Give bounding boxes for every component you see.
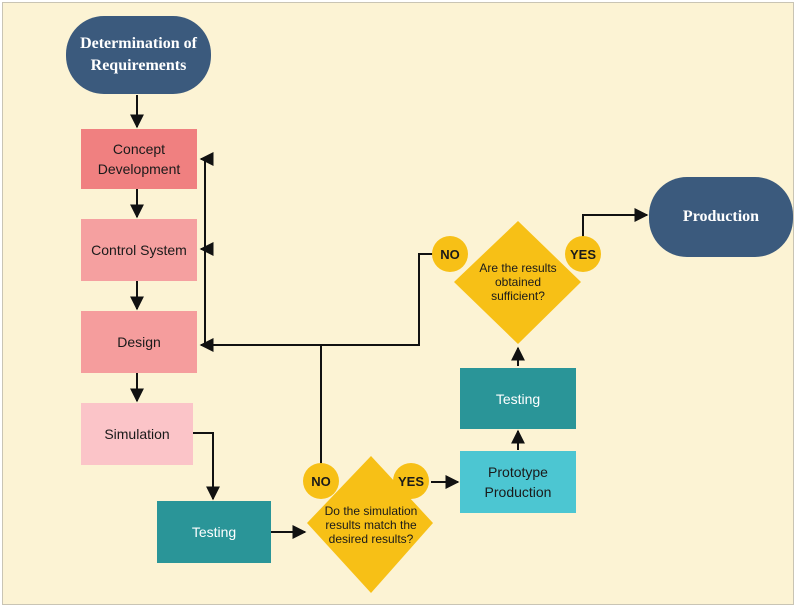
label-yes-results: YES <box>565 236 601 272</box>
label-no-results: NO <box>432 236 468 272</box>
process-prototype-production: Prototype Production <box>460 451 576 513</box>
process-concept-development: Concept Development <box>81 129 197 189</box>
label-no-simulation: NO <box>303 463 339 499</box>
arrow-no2-feedback <box>321 253 433 346</box>
process-testing-prototype: Testing <box>460 368 576 429</box>
process-control-system: Control System <box>81 219 197 281</box>
arrow-simulation-testing <box>193 432 220 501</box>
process-design: Design <box>81 311 197 373</box>
decision-simulation-match: Do the simulation results match the desi… <box>324 504 418 546</box>
decision-results-sufficient: Are the results obtained sufficient? <box>479 261 557 303</box>
process-simulation: Simulation <box>81 403 193 465</box>
decision-diamond-results <box>454 221 581 344</box>
arrow-no-feedback <box>199 338 322 465</box>
label-yes-simulation: YES <box>393 463 429 499</box>
terminal-production: Production <box>649 177 793 257</box>
arrow-yes-production <box>582 208 649 243</box>
terminal-requirements: Determination of Requirements <box>66 16 211 94</box>
process-testing-simulation: Testing <box>157 501 271 563</box>
